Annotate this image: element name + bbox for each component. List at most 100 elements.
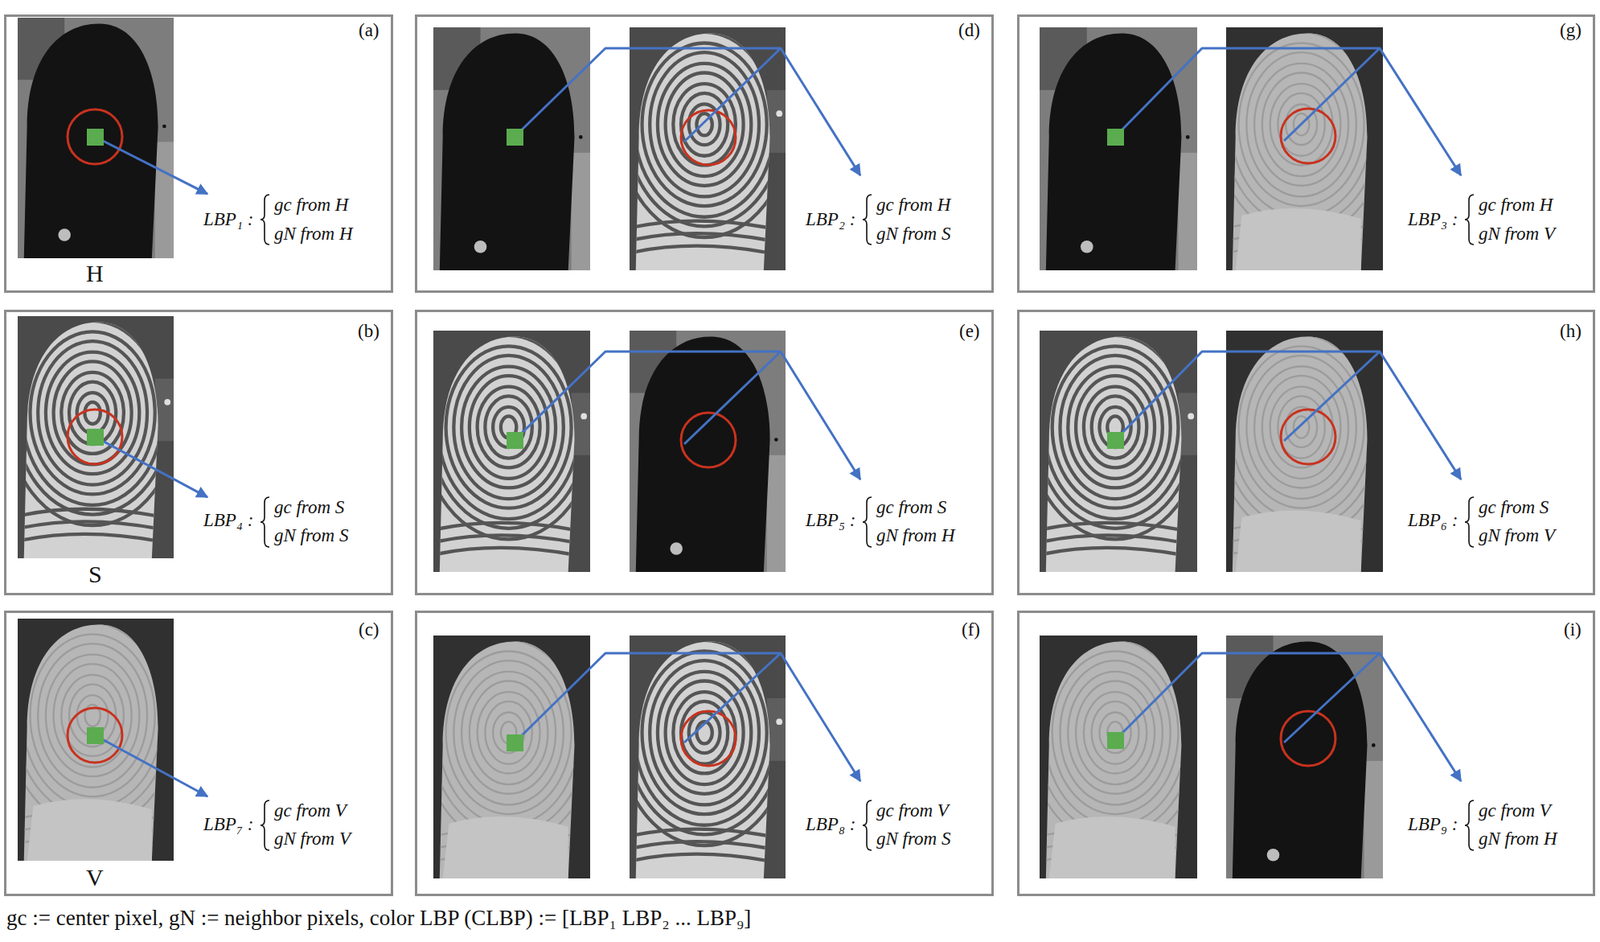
center-pixels [86, 128, 1125, 751]
lbp-name: LBP₃ : [1407, 209, 1458, 230]
neighbor-source: gN from V [1478, 525, 1555, 546]
channel-label: S [88, 560, 103, 589]
channel-label: V [86, 863, 104, 892]
panel-label: (b) [357, 320, 380, 342]
neighbor-source: gN from V [274, 828, 351, 850]
leader-arrow [514, 351, 861, 480]
neighbor-source: gN from S [274, 525, 349, 546]
center-source: gc from H [274, 194, 349, 216]
panel-label: (f) [961, 619, 981, 640]
brace [1464, 800, 1474, 850]
lbp-name: LBP₅ : [805, 509, 856, 531]
hue-image [17, 17, 174, 259]
panel-box: (c) LBP₇ : gc from V gN from V V [4, 610, 394, 896]
lbp-name: LBP₈ : [805, 813, 856, 835]
center-pixel [86, 428, 104, 446]
leader-line [684, 351, 781, 444]
hue-image [433, 27, 591, 271]
saturation-image [1028, 315, 1203, 572]
center-source: gc from V [1478, 800, 1551, 821]
lbp-name: LBP₆ : [1407, 509, 1458, 531]
brace [862, 496, 872, 547]
brace [260, 496, 270, 547]
leader-arrow [1115, 48, 1461, 176]
neighbor-circle [67, 109, 123, 165]
leader-arrow [514, 48, 861, 176]
panel-box: (h) LBP₆ : gc from S gN from V [1017, 309, 1596, 595]
panel-label: (e) [959, 320, 981, 342]
panel-label: (h) [1559, 320, 1582, 342]
hue-image [1039, 27, 1198, 271]
value-image [1214, 12, 1388, 271]
lbp-name: LBP₄ : [203, 509, 254, 531]
value-image [422, 619, 595, 878]
center-source: gc from H [876, 194, 951, 216]
panel-box: (e) LBP₅ : gc from S gN from H [414, 309, 994, 595]
center-source: gc from S [274, 496, 345, 518]
panel-box: (b) LBP₄ : gc from S gN from S S [4, 309, 394, 595]
center-source: gc from S [1478, 496, 1549, 518]
leader-lines [94, 48, 1461, 796]
lbp-name: LBP₇ : [203, 813, 254, 835]
neighbor-source: gN from V [1478, 223, 1555, 245]
leader-line [1284, 652, 1380, 743]
center-pixel [1107, 128, 1125, 146]
hue-image [629, 330, 786, 572]
panel-label: (c) [358, 619, 380, 640]
center-source: gc from V [274, 800, 347, 821]
channel-images [6, 12, 1387, 878]
neighbor-circles [67, 108, 1336, 766]
leader-line [1284, 48, 1380, 141]
leader-arrow [1115, 351, 1461, 480]
figure-caption: gc := center pixel, gN := neighbor pixel… [6, 905, 751, 931]
center-source: gc from H [1478, 194, 1553, 216]
center-pixel [1107, 731, 1125, 749]
neighbor-source: gN from H [876, 525, 956, 546]
neighbor-source: gN from H [1478, 828, 1558, 850]
panel-label: (a) [358, 20, 380, 42]
value-image [1214, 315, 1388, 572]
braces [260, 194, 1474, 850]
leader-line [684, 652, 781, 743]
center-pixel [506, 431, 524, 449]
leader-arrow [94, 734, 208, 796]
leader-line [1284, 351, 1380, 441]
leader-arrow [514, 652, 861, 781]
brace [1464, 194, 1474, 245]
brace [1464, 496, 1474, 547]
brace [260, 194, 270, 245]
leader-line [684, 48, 781, 142]
leader-arrow [94, 136, 208, 194]
neighbor-source: gN from S [876, 828, 951, 850]
value-image [1028, 619, 1203, 878]
center-pixel [1107, 431, 1125, 449]
panel-label: (d) [958, 20, 981, 42]
panel-box: (i) LBP₉ : gc from V gN from H [1017, 610, 1596, 896]
panel-box: (g)LBP₃ :gc from HgN from V [1017, 14, 1596, 293]
leader-arrow [94, 436, 208, 497]
saturation-image [6, 300, 178, 558]
panel-label: (i) [1563, 619, 1582, 640]
center-pixel [506, 734, 524, 751]
panel-box: (a) LBP₁ : gc from H gN from H H [4, 14, 394, 293]
center-source: gc from S [876, 496, 947, 518]
center-pixel [86, 128, 104, 146]
brace [862, 194, 872, 245]
channel-label: H [86, 259, 104, 288]
saturation-image [422, 315, 595, 572]
lbp-name: LBP₂ : [805, 209, 856, 230]
panel-box: (f) LBP₈ : gc from V gN from S [414, 610, 994, 896]
neighbor-source: gN from S [876, 223, 951, 245]
neighbor-circle [67, 707, 123, 763]
center-pixel [506, 128, 524, 146]
lbp-name: LBP₁ : [203, 209, 254, 230]
brace [260, 800, 270, 850]
neighbor-circle [67, 409, 123, 464]
center-source: gc from V [876, 800, 949, 821]
saturation-image [618, 619, 790, 878]
lbp-name: LBP₉ : [1407, 813, 1458, 835]
neighbor-source: gN from H [274, 223, 353, 245]
center-pixel [86, 726, 104, 744]
value-image [6, 603, 178, 861]
